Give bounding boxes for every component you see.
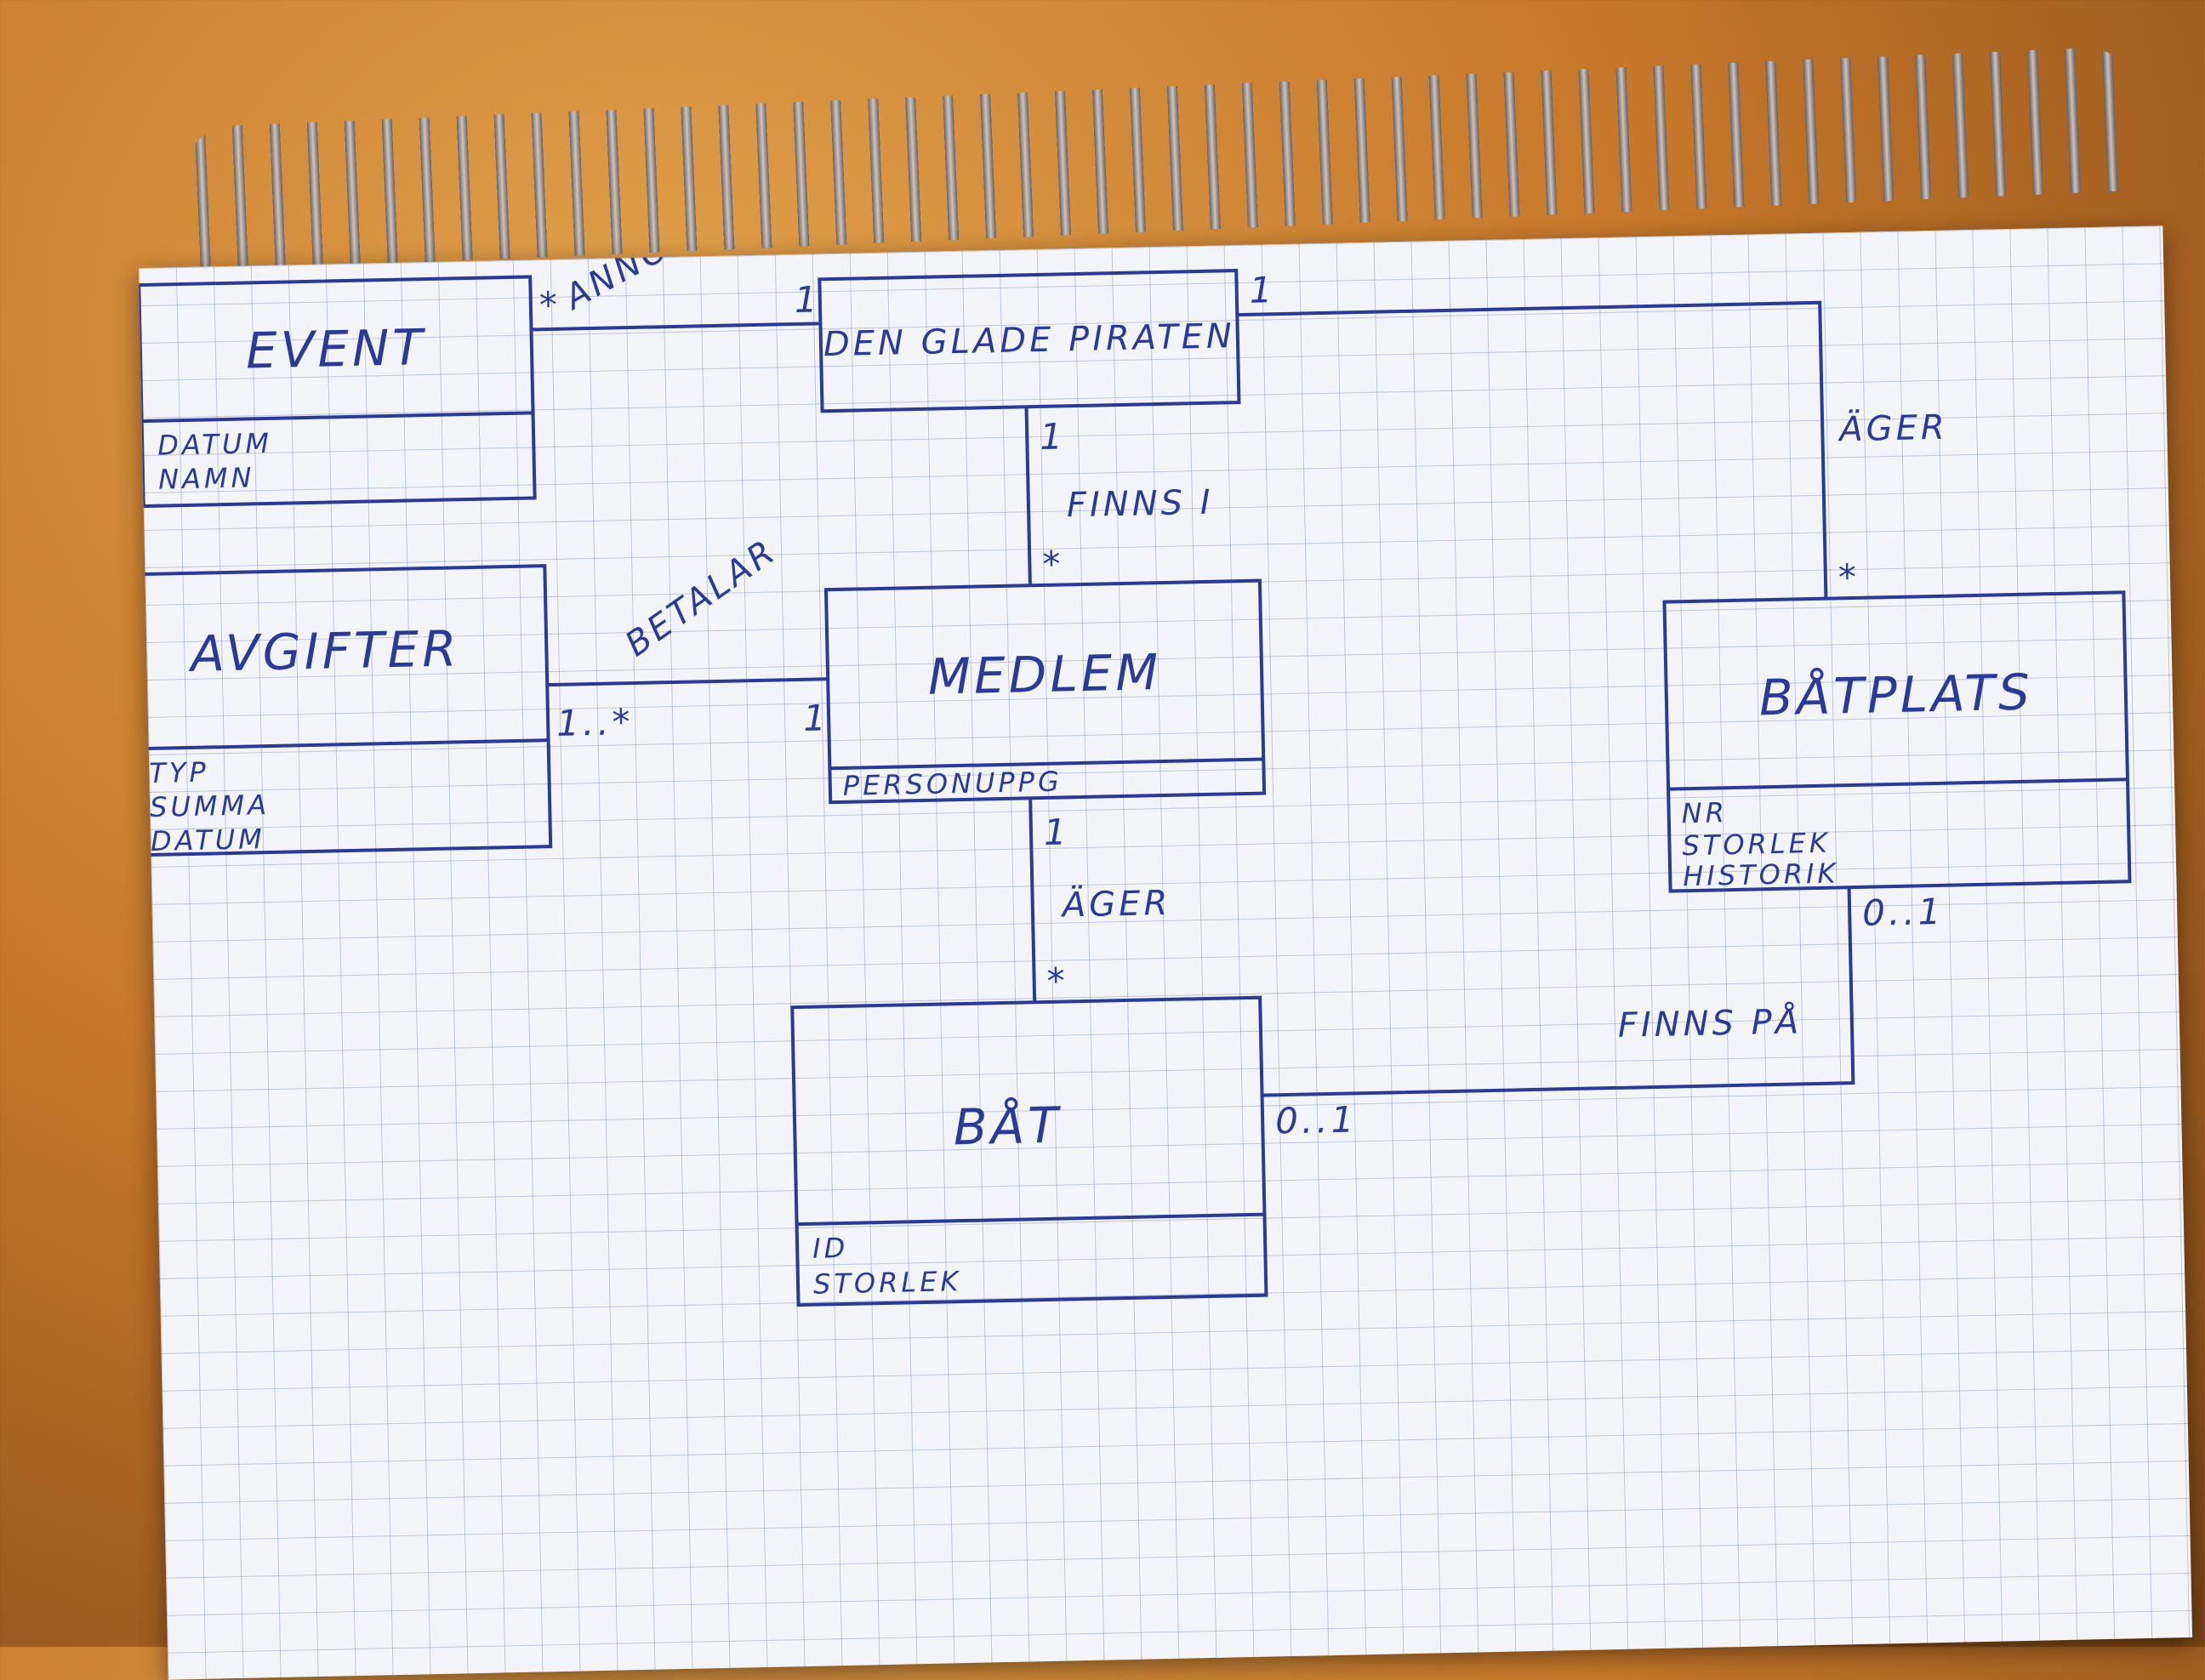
assoc-avgifter-medlem: 1..* 1 BETALAR (547, 532, 830, 744)
assoc-piraten-batplats-mult-piraten: 1 (1249, 269, 1276, 311)
assoc-medlem-bat-mult-medlem: 1 (1043, 811, 1070, 853)
assoc-avgifter-medlem-label: BETALAR (618, 532, 784, 664)
class-avgifter-attr-1: TYP (149, 756, 209, 789)
assoc-piraten-medlem-label: FINNS I (1066, 483, 1213, 526)
assoc-piraten-batplats-label: ÄGER (1837, 407, 1948, 450)
assoc-medlem-bat-mult-bat: * (1046, 960, 1068, 1002)
assoc-piraten-batplats-mult-batplats: * (1838, 556, 1860, 599)
assoc-medlem-bat: 1 * ÄGER (1028, 798, 1171, 1003)
assoc-event-piraten-mult-event: * (538, 284, 561, 327)
assoc-bat-batplats-label: FINNS PÅ (1617, 1000, 1802, 1045)
class-avgifter-attr-2: SUMMA (150, 789, 271, 823)
class-avgifter-name: AVGIFTER (187, 619, 461, 683)
class-medlem: MEDLEM PERSONUPPG (823, 578, 1267, 805)
assoc-piraten-batplats: 1 * ÄGER (1237, 269, 1948, 599)
class-batplats-name: BÅTPLATS (1758, 663, 2033, 727)
class-event-attr-2: NAMN (158, 461, 255, 495)
class-bat-attr-2: STORLEK (813, 1265, 962, 1301)
class-bat-name: BÅT (953, 1096, 1063, 1157)
class-event-name: EVENT (245, 318, 427, 379)
class-bat-attr-1: ID (812, 1232, 849, 1265)
class-event: EVENT DATUM NAMN (138, 275, 537, 509)
assoc-bat-batplats-mult-bat: 0..1 (1275, 1098, 1358, 1142)
graph-paper-sheet: EVENT DATUM NAMN DEN GLADE PIRATEN AVGIF… (138, 225, 2193, 1680)
assoc-bat-batplats-mult-batplats: 0..1 (1862, 891, 1945, 934)
class-medlem-name: MEDLEM (927, 643, 1162, 706)
assoc-bat-batplats: 0..1 0..1 FINNS PÅ (1262, 887, 1945, 1142)
class-avgifter-attr-3: DATUM (151, 823, 266, 857)
class-batplats-attr-2: STORLEK (1682, 827, 1831, 863)
assoc-medlem-bat-label: ÄGER (1059, 882, 1171, 925)
class-bat: BÅT ID STORLEK (790, 995, 1268, 1307)
assoc-piraten-medlem-mult-piraten: 1 (1040, 415, 1067, 458)
assoc-piraten-medlem: 1 * FINNS I (1024, 407, 1214, 586)
class-batplats-attr-1: NR (1681, 796, 1728, 829)
assoc-avgifter-medlem-mult-avgifter: 1..* (556, 701, 634, 744)
class-batplats: BÅTPLATS NR STORLEK HISTORIK (1662, 590, 2132, 893)
class-den-glade-piraten: DEN GLADE PIRATEN (818, 269, 1241, 413)
assoc-avgifter-medlem-mult-medlem: 1 (803, 697, 830, 739)
class-avgifter: AVGIFTER TYP SUMMA DATUM (138, 564, 553, 857)
class-event-attr-1: DATUM (157, 427, 273, 462)
class-medlem-attr-1: PERSONUPPG (842, 765, 1063, 801)
class-batplats-attr-3: HISTORIK (1683, 857, 1839, 892)
assoc-piraten-medlem-mult-medlem: * (1042, 543, 1064, 585)
assoc-event-piraten-mult-piraten: 1 (794, 278, 821, 321)
uml-class-diagram: EVENT DATUM NAMN DEN GLADE PIRATEN AVGIF… (138, 225, 2132, 1307)
class-den-glade-piraten-name: DEN GLADE PIRATEN (823, 316, 1235, 364)
